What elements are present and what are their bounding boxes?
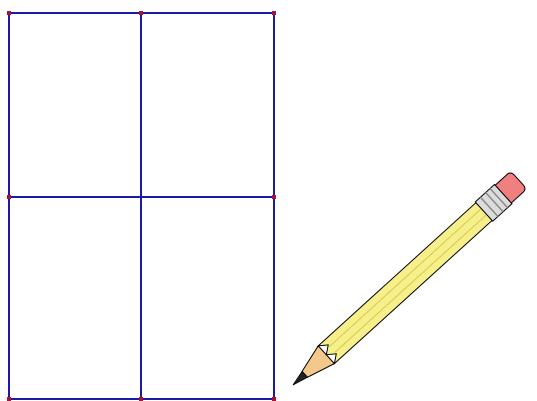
point-top-left (7, 11, 11, 15)
point-bottom-right (272, 397, 276, 401)
point-top-right (272, 11, 276, 15)
point-middle-left (7, 195, 11, 199)
point-top-middle (139, 11, 143, 15)
pencil-body-edge (335, 215, 487, 353)
pencil-body (318, 203, 492, 364)
point-bottom-left (7, 397, 11, 401)
point-middle-right (272, 195, 276, 199)
pencil-icon (284, 170, 527, 394)
pencil-body-edge (330, 209, 482, 347)
point-bottom-middle (139, 397, 143, 401)
rectangle-grid (9, 13, 274, 399)
